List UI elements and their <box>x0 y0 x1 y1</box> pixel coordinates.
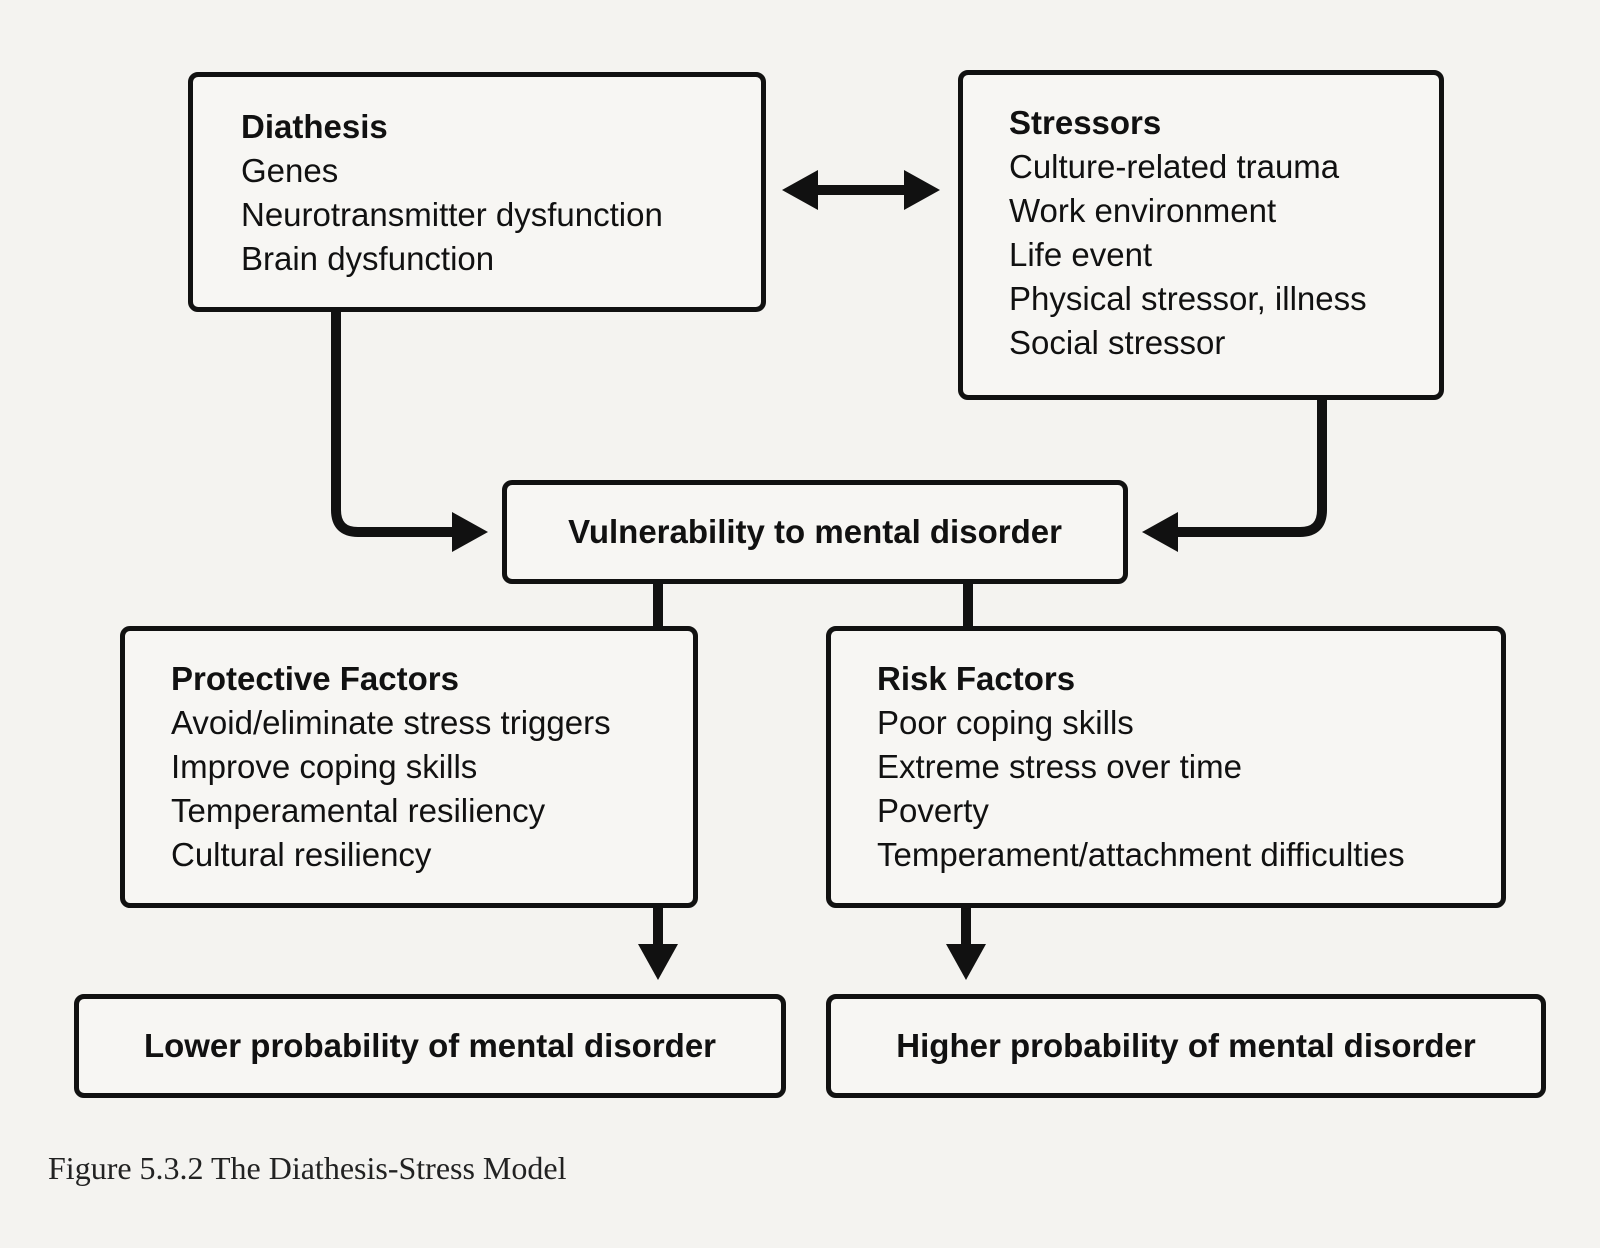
diathesis-to-vulnerability-arrow <box>331 312 488 552</box>
stressors-title: Stressors <box>1009 104 1162 141</box>
bidirectional-arrow <box>782 170 940 210</box>
diathesis-item: Brain dysfunction <box>241 240 495 277</box>
stressors-item: Social stressor <box>1009 324 1226 361</box>
diathesis-item: Genes <box>241 152 339 189</box>
risk-factor-item: Poor coping skills <box>877 704 1134 741</box>
diathesis-item: Neurotransmitter dysfunction <box>241 196 663 233</box>
stressors-box: Stressors Culture-related trauma Work en… <box>958 70 1444 400</box>
stressors-item: Work environment <box>1009 192 1277 229</box>
protective-factor-item: Improve coping skills <box>171 748 478 785</box>
stressors-item: Physical stressor, illness <box>1009 280 1367 317</box>
risk-factor-item: Extreme stress over time <box>877 748 1242 785</box>
protective-to-lower-arrow <box>638 908 678 980</box>
risk-factor-item: Poverty <box>877 792 989 829</box>
risk-factors-box: Risk Factors Poor coping skills Extreme … <box>826 626 1506 908</box>
diathesis-title: Diathesis <box>241 108 388 145</box>
protective-factor-item: Cultural resiliency <box>171 836 432 873</box>
lower-probability-box: Lower probability of mental disorder <box>74 994 786 1098</box>
risk-factors-title: Risk Factors <box>877 660 1076 697</box>
stressors-to-vulnerability-arrow <box>1142 400 1327 552</box>
higher-probability-label: Higher probability of mental disorder <box>896 1027 1476 1064</box>
protective-factors-title: Protective Factors <box>171 660 459 697</box>
risk-factor-item: Temperament/attachment difficulties <box>877 836 1405 873</box>
protective-factor-item: Temperamental resiliency <box>171 792 546 829</box>
vulnerability-box: Vulnerability to mental disorder <box>502 480 1128 584</box>
protective-factor-item: Avoid/eliminate stress triggers <box>171 704 611 741</box>
diathesis-box: Diathesis Genes Neurotransmitter dysfunc… <box>188 72 766 312</box>
lower-probability-label: Lower probability of mental disorder <box>143 1027 717 1064</box>
risk-to-higher-arrow <box>946 908 986 980</box>
higher-probability-box: Higher probability of mental disorder <box>826 994 1546 1098</box>
protective-factors-box: Protective Factors Avoid/eliminate stres… <box>120 626 698 908</box>
stressors-item: Culture-related trauma <box>1009 148 1340 185</box>
stressors-item: Life event <box>1009 236 1153 273</box>
vulnerability-title: Vulnerability to mental disorder <box>568 513 1062 550</box>
figure-caption: Figure 5.3.2 The Diathesis-Stress Model <box>48 1150 567 1186</box>
